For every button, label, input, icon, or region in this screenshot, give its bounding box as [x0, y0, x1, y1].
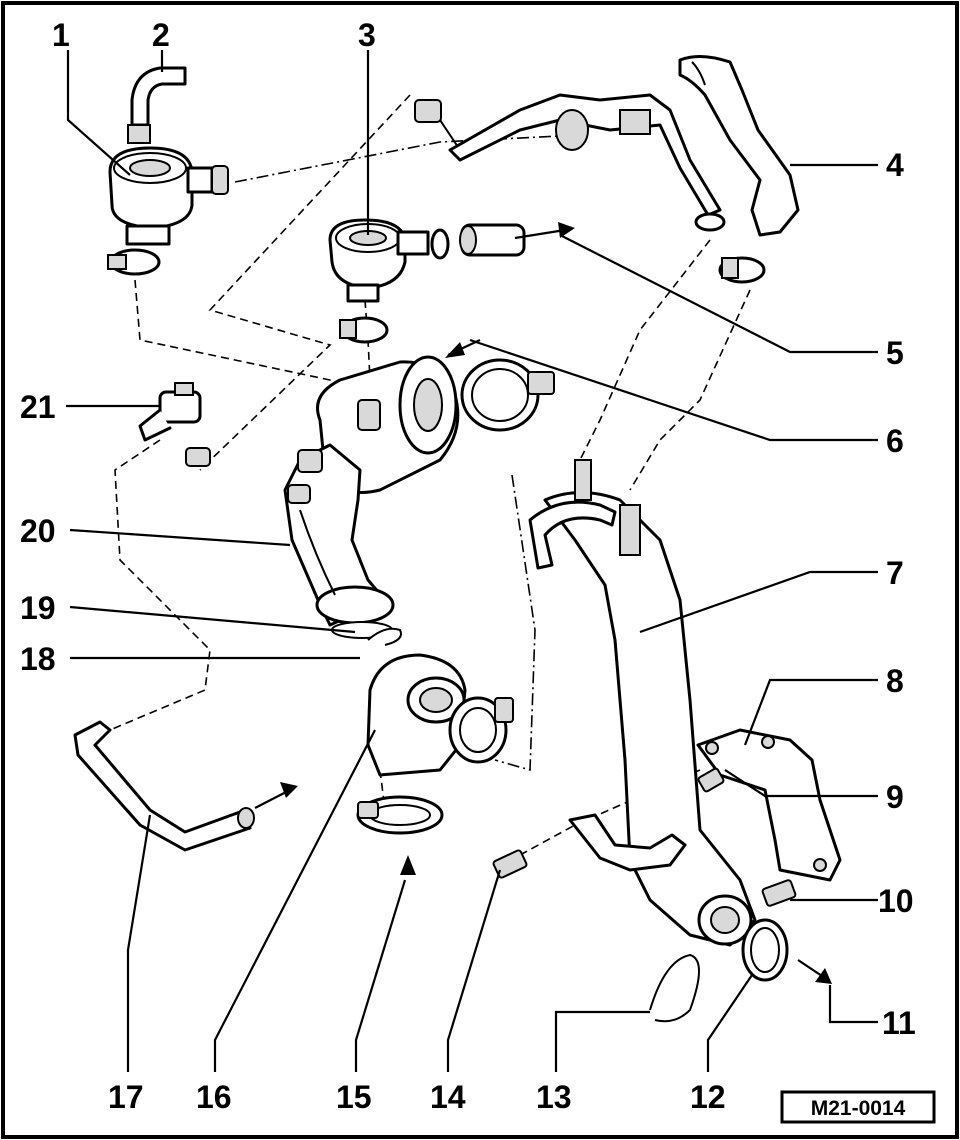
callout-14: 14: [430, 1079, 466, 1115]
part-17-breather-hose: [73, 720, 255, 852]
hose-clamp-15: [356, 795, 444, 835]
part-8-bracket: [696, 728, 842, 882]
flow-arrows: [254, 222, 832, 984]
hose-clamp-6: [460, 358, 555, 432]
callout-13: 13: [536, 1079, 572, 1115]
callout-18: 18: [20, 641, 56, 677]
callout-1: 1: [52, 17, 70, 53]
hose-clamp-4a: [694, 212, 726, 232]
part-16-elbow: [366, 653, 467, 777]
pipe-bracket-lower: [568, 813, 687, 872]
callout-17: 17: [108, 1079, 144, 1115]
callout-15: 15: [336, 1079, 372, 1115]
callout-5: 5: [886, 335, 904, 371]
part-12-o-ring: [741, 918, 789, 982]
part-3-valve: [328, 218, 526, 303]
part-14-bolt: [492, 849, 528, 879]
reference-code: M21-0014: [811, 1097, 906, 1120]
callout-9: 9: [886, 779, 904, 815]
callout-labels: 1 2 3 4 5 6 7 8 9 10 11 12 13 14 15 16 1…: [20, 17, 916, 1115]
callout-11: 11: [882, 1005, 916, 1041]
part-13-spring-clip: [649, 953, 700, 1023]
part-21-solenoid-valve: [138, 382, 211, 467]
callout-10: 10: [878, 883, 914, 919]
hose-clamp-4b: [718, 256, 766, 284]
hose-clamp-16a: [448, 696, 514, 764]
part-18-spring-clip: [367, 627, 402, 646]
callout-8: 8: [886, 663, 904, 699]
callout-3: 3: [358, 17, 376, 53]
hose-clamp-3: [339, 316, 389, 344]
callout-2: 2: [152, 17, 170, 53]
part-1-valve: [108, 146, 229, 246]
callout-12: 12: [690, 1079, 726, 1115]
part-7-charge-pipe: [543, 459, 757, 947]
part-4-pipe: [448, 55, 800, 237]
callout-16: 16: [196, 1079, 232, 1115]
part-20-intake-hose: [283, 443, 395, 627]
hose-clamp-1: [107, 248, 161, 276]
callout-7: 7: [886, 555, 904, 591]
pipe-bracket-upper: [528, 500, 617, 570]
part-9-bolt: [697, 767, 725, 793]
callout-21: 21: [20, 389, 56, 425]
leader-lines: [66, 50, 878, 1072]
callout-6: 6: [886, 423, 904, 459]
callout-20: 20: [20, 513, 56, 549]
callout-4: 4: [886, 147, 904, 183]
reference-code-box: M21-0014: [780, 1090, 936, 1124]
part-10-bolt: [761, 879, 797, 907]
part-2-hose: [127, 66, 187, 144]
callout-19: 19: [20, 590, 56, 626]
